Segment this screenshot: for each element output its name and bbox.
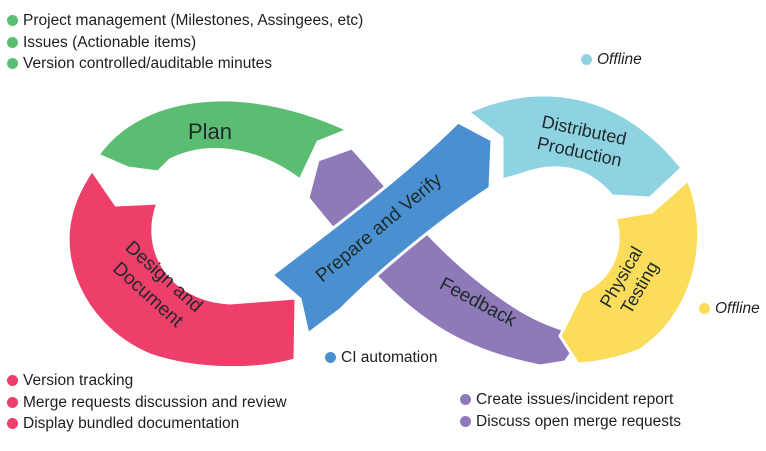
bullet-icon (460, 394, 471, 406)
legend-distributed: Offline (581, 49, 642, 71)
legend-text: Issues (Actionable items) (23, 33, 197, 51)
legend-item: Offline (581, 49, 642, 71)
legend-text: Display bundled documentation (23, 415, 240, 432)
legend-text: Offline (715, 300, 760, 317)
legend-design: Version tracking Merge requests discussi… (7, 370, 287, 435)
segment-prepare[interactable] (270, 120, 494, 336)
bullet-icon (7, 396, 18, 408)
legend-text: Offline (597, 51, 642, 68)
legend-text: CI automation (341, 349, 438, 366)
legend-item: CI automation (325, 347, 438, 369)
legend-prepare: CI automation (325, 347, 438, 369)
segment-plan[interactable] (96, 98, 350, 182)
legend-item: Display bundled documentation (7, 413, 287, 435)
legend-item: Merge requests discussion and review (7, 392, 287, 414)
bullet-icon (7, 36, 18, 48)
legend-text: Version controlled/auditable minutes (23, 55, 273, 72)
legend-text: Project management (Milestones, Assingee… (23, 12, 364, 29)
legend-item: Discuss open merge requests (460, 411, 681, 433)
legend-text: Version tracking (23, 372, 134, 389)
bullet-icon (7, 418, 18, 430)
segment-distributed[interactable] (466, 93, 684, 200)
bullet-icon (581, 54, 592, 66)
legend-item: Version tracking (7, 370, 287, 392)
legend-item: Version controlled/auditable minutes (7, 53, 363, 75)
bullet-icon (7, 58, 18, 70)
legend-text: Merge requests discussion and review (23, 393, 287, 411)
legend-text: Discuss open merge requests (476, 412, 682, 430)
legend-feedback: Create issues/incident report Discuss op… (460, 389, 681, 432)
legend-testing: Offline (699, 298, 760, 320)
bullet-icon (325, 352, 336, 364)
legend-item: Create issues/incident report (460, 389, 681, 411)
legend-item: Project management (Milestones, Assingee… (7, 10, 363, 32)
legend-item: Issues (Actionable items) (7, 32, 363, 54)
segment-design[interactable] (66, 168, 298, 370)
legend-plan: Project management (Milestones, Assingee… (7, 10, 363, 75)
bullet-icon (699, 303, 710, 315)
segment-testing[interactable] (558, 178, 701, 366)
bullet-icon (460, 415, 471, 427)
label-plan: Plan (188, 119, 232, 144)
legend-item: Offline (699, 298, 760, 320)
bullet-icon (7, 375, 18, 387)
bullet-icon (7, 15, 18, 27)
legend-text: Create issues/incident report (476, 391, 674, 408)
